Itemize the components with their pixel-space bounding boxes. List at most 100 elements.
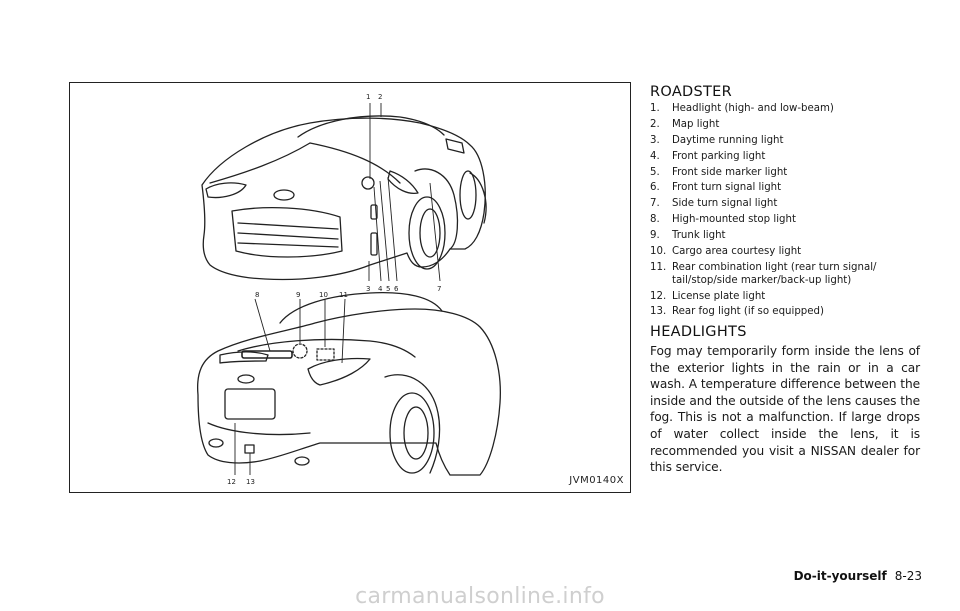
legend-item: 4. Front parking light <box>650 151 920 164</box>
front-lower-lamp <box>370 232 378 256</box>
leader-4 <box>373 186 382 282</box>
front-side-marker <box>370 204 378 220</box>
legend-item-text: Headlight (high- and low-beam) <box>672 103 834 114</box>
front-wheel-hub <box>419 208 441 258</box>
rear-wheel <box>389 392 435 474</box>
callout-10: 10 <box>319 291 328 299</box>
legend-item-number: 4. <box>650 150 660 162</box>
license-plate-area <box>224 388 276 420</box>
rear-wheel-front-view <box>459 170 477 220</box>
front-windshield <box>297 115 445 138</box>
headlights-paragraph: Fog may temporarily form inside the lens… <box>650 344 920 475</box>
rear-wheel-arch <box>384 374 441 474</box>
legend-item-text: Trunk light <box>672 230 726 242</box>
callout-4: 4 <box>378 285 383 293</box>
high-mounted-stop-light <box>241 350 293 359</box>
front-emblem <box>273 189 295 201</box>
legend-item: 7. Side turn signal light <box>650 198 920 211</box>
leader-11 <box>341 298 346 364</box>
legend-item-number: 5. <box>650 166 660 178</box>
callout-3: 3 <box>366 285 370 293</box>
rear-right-exhaust <box>294 456 310 466</box>
legend-item: 9. Trunk light <box>650 230 920 243</box>
text-column: ROADSTER 1. Headlight (high- and low-beam… <box>650 84 920 476</box>
trunk-light-dashed <box>292 343 308 359</box>
rear-soft-top <box>279 291 443 324</box>
callout-9: 9 <box>296 291 300 299</box>
legend-item-number: 6. <box>650 182 660 194</box>
front-grille <box>231 206 343 258</box>
headlights-heading: HEADLIGHTS <box>650 324 747 341</box>
legend-item: 5. Front side marker light <box>650 167 920 180</box>
callout-2: 2 <box>378 93 382 101</box>
legend-item-text: Cargo area courtesy light <box>672 246 802 258</box>
callout-7: 7 <box>437 285 441 293</box>
legend-item: 10. Cargo area courtesy light <box>650 246 920 259</box>
front-mirror <box>445 138 465 154</box>
legend-item-text: Map light <box>672 118 720 130</box>
legend-item-text: Rear combination light (rear turn signal… <box>672 261 877 286</box>
front-car-body-outline <box>201 117 486 281</box>
front-wheel <box>408 196 446 270</box>
rear-bumper <box>207 422 311 436</box>
front-wheel-arch <box>414 168 459 250</box>
legend-item-number: 12. <box>650 290 667 302</box>
rear-left-exhaust <box>208 438 224 448</box>
page-footer: Do-it-yourself 8-23 <box>794 569 922 583</box>
legend-item: 8. High-mounted stop light <box>650 214 920 227</box>
legend-item-text: Front parking light <box>672 150 766 162</box>
rear-wheel-hub <box>403 406 429 460</box>
legend-item-text: Front turn signal light <box>672 182 782 194</box>
legend-item-number: 8. <box>650 214 660 226</box>
cargo-courtesy-light-dashed <box>316 348 335 361</box>
front-grille-bars <box>237 222 339 248</box>
callout-11: 11 <box>339 291 348 299</box>
callout-8: 8 <box>255 291 259 299</box>
rear-emblem <box>237 374 255 384</box>
footer-page-number: 8-23 <box>894 569 922 583</box>
legend-item: 3. Daytime running light <box>650 135 920 148</box>
legend-item-text: License plate light <box>672 290 766 302</box>
callout-6: 6 <box>394 285 399 293</box>
legend-item-text: Side turn signal light <box>672 198 778 210</box>
legend-item-text: Daytime running light <box>672 134 784 146</box>
legend-item-number: 7. <box>650 198 660 210</box>
legend-item-number: 3. <box>650 134 660 146</box>
legend-item-text: Rear fog light (if so equipped) <box>672 306 824 318</box>
headlight-callout-target <box>361 176 375 190</box>
figure-code: JVM0140X <box>569 475 624 486</box>
leader-6 <box>387 176 398 282</box>
legend-item-number: 13. <box>650 306 667 318</box>
rear-fog-light <box>244 444 255 454</box>
leader-5 <box>379 180 390 282</box>
legend-item: 1. Headlight (high- and low-beam) <box>650 103 920 116</box>
callout-1: 1 <box>366 93 370 101</box>
legend-item-number: 11. <box>650 261 667 273</box>
legend-item-number: 2. <box>650 118 660 130</box>
legend-item: 2. Map light <box>650 119 920 132</box>
rear-trunk-lid <box>237 338 416 358</box>
legend-item: 11. Rear combination light (rear turn sig… <box>650 262 920 287</box>
leader-8 <box>254 298 271 352</box>
rear-right-combination-light <box>307 357 371 386</box>
legend-item: 12. License plate light <box>650 291 920 304</box>
leader-7 <box>429 182 441 282</box>
roadster-heading: ROADSTER <box>650 84 733 100</box>
footer-section-name: Do-it-yourself <box>793 569 887 583</box>
legend-item-text: High-mounted stop light <box>672 214 796 226</box>
callout-5: 5 <box>386 285 390 293</box>
legend-item-text: Front side marker light <box>672 166 788 178</box>
front-hood-line-2 <box>309 142 401 184</box>
legend-item: 13. Rear fog light (if so equipped) <box>650 306 920 319</box>
legend-item: 6. Front turn signal light <box>650 182 920 195</box>
watermark-text: carmanualsonline.info <box>355 584 605 609</box>
car-line-drawing: 1 2 3 4 5 6 7 8 9 10 11 12 13 <box>196 93 501 486</box>
legend-item-number: 9. <box>650 230 660 242</box>
front-hood-line <box>209 142 311 184</box>
lights-legend-list: 1. Headlight (high- and low-beam) 2. Map li… <box>650 103 920 319</box>
vehicle-lights-illustration: 1 2 3 4 5 6 7 8 9 10 11 12 13 JVM0140X <box>69 82 631 493</box>
legend-item-number: 10. <box>650 246 667 258</box>
legend-item-number: 1. <box>650 103 660 114</box>
callout-13: 13 <box>246 478 255 486</box>
rear-car-body-outline <box>196 308 501 476</box>
